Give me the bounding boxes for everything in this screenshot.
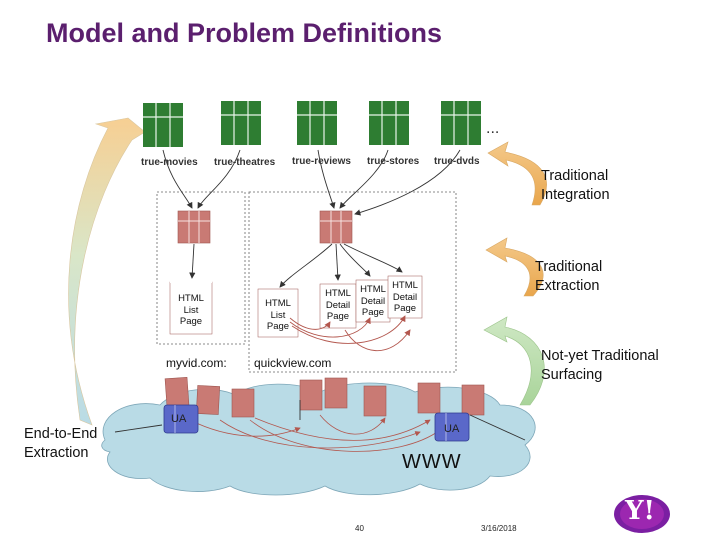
integration-arrow xyxy=(487,141,547,206)
surfaced-page xyxy=(461,384,485,416)
table-icon xyxy=(221,101,261,145)
html-list-page-quickview xyxy=(257,288,299,338)
html-list-page-text: HTML List Page xyxy=(178,293,204,327)
html-detail-page-3 xyxy=(387,275,423,319)
table-label: true-dvds xyxy=(434,156,480,167)
yahoo-logo xyxy=(614,495,670,533)
label-traditional-extraction: Traditional Extraction xyxy=(535,259,603,294)
surfaced-page xyxy=(195,385,221,415)
surfaced-page xyxy=(363,385,387,417)
slide-title: Model and Problem Definitions xyxy=(46,18,443,48)
html-detail-page-text: HTML Detail Page xyxy=(325,288,351,322)
yahoo-logo-text: Y! xyxy=(625,496,655,526)
surfaced-pages xyxy=(164,376,485,418)
ua-crawler-right xyxy=(434,412,470,442)
ua-label: UA xyxy=(444,423,460,435)
label-end-to-end-extraction: End-to-End Extraction xyxy=(24,426,98,461)
more-tables-ellipsis: ... xyxy=(486,120,500,137)
ua-links xyxy=(114,400,526,441)
html-detail-page-text: HTML Detail Page xyxy=(392,280,418,314)
surfacing-arrow xyxy=(483,316,545,406)
html-list-page-myvid xyxy=(169,277,213,335)
www-label: WWW xyxy=(402,451,462,473)
surfaced-page xyxy=(164,376,190,408)
table-icon xyxy=(441,101,481,145)
surfaced-page xyxy=(231,388,255,418)
html-detail-page-text: HTML Detail Page xyxy=(360,284,386,318)
table-icon xyxy=(369,101,409,145)
quickview-extracted-table xyxy=(319,210,353,244)
surfaced-page xyxy=(417,382,441,414)
page-number: 40 xyxy=(355,524,364,533)
table-label: true-reviews xyxy=(292,156,351,167)
site-label-myvid: myvid.com: xyxy=(166,356,227,370)
extraction-links xyxy=(189,243,403,288)
integration-links xyxy=(162,149,461,216)
table-icon xyxy=(143,103,183,147)
table-label: true-movies xyxy=(141,157,198,168)
ua-crawler-left xyxy=(163,404,199,434)
table-label: true-stores xyxy=(367,156,420,167)
extraction-arrow xyxy=(485,237,544,297)
myvid-site-box xyxy=(156,191,246,345)
label-surfacing: Not-yet Traditional Surfacing xyxy=(541,348,659,383)
site-label-quickview: quickview.com xyxy=(254,356,332,370)
label-traditional-integration: Traditional Integration xyxy=(541,168,610,203)
table-icon xyxy=(297,101,337,145)
table-label: true-theatres xyxy=(214,157,276,168)
web-link-arrows xyxy=(189,414,441,452)
html-list-page-text: HTML List Page xyxy=(265,298,291,332)
surfaced-page xyxy=(324,377,348,409)
myvid-extracted-table xyxy=(177,210,211,244)
slide-date: 3/16/2018 xyxy=(481,524,517,533)
quickview-site-box xyxy=(248,191,457,373)
surfaced-page xyxy=(299,379,323,411)
ua-label: UA xyxy=(171,413,187,425)
html-detail-page-2 xyxy=(355,279,391,323)
end-to-end-arrow xyxy=(68,117,146,426)
page-link-arrows xyxy=(289,315,411,352)
